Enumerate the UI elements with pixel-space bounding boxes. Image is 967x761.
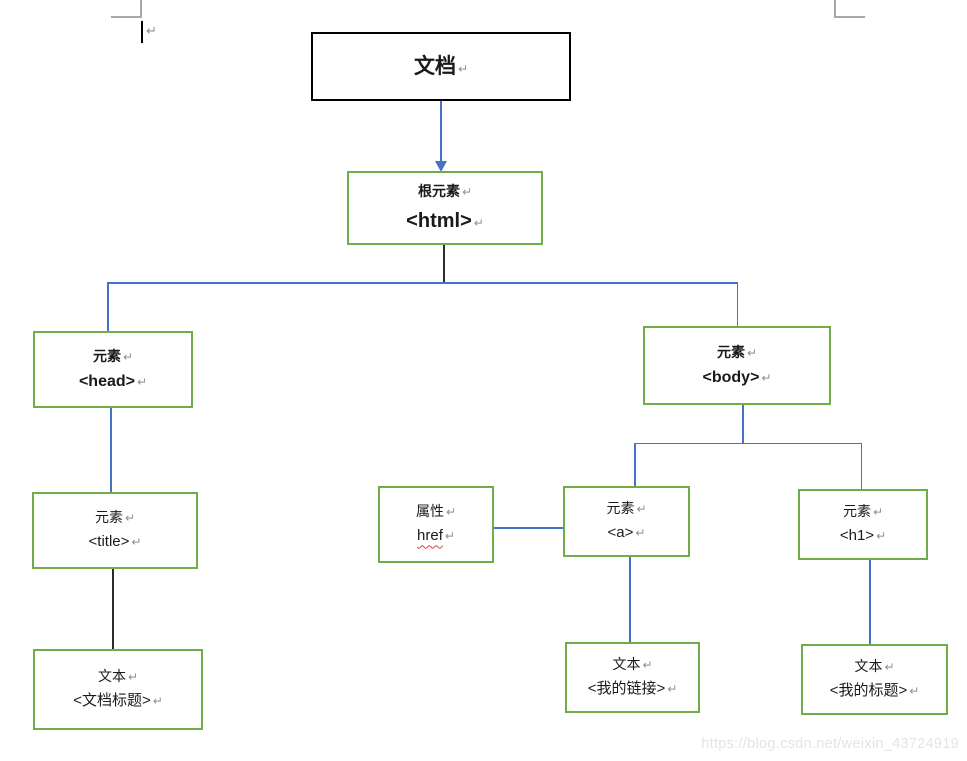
node-type-label: 元素↵ [606,500,647,517]
connector-h1-headingtext [869,560,871,645]
pilcrow-mark: ↵ [746,345,758,360]
node-type-text: 元素 [94,509,123,526]
page-margin-mark-top-right-h [834,16,865,18]
pilcrow-mark: ↵ [152,694,163,709]
pilcrow-mark: ↵ [131,535,142,550]
node-tag-text: <a> [607,524,634,542]
node-tag-text: <html> [406,209,472,232]
connector-document-html [440,101,442,163]
node-element-h1[interactable]: 元素↵ <h1>↵ [798,489,928,560]
pilcrow-mark: ↵ [667,682,678,697]
node-text-link[interactable]: 文本↵ <我的链接>↵ [565,642,700,713]
pilcrow-mark: ↵ [444,529,455,544]
node-tag-label: href↵ [417,528,455,545]
connector-href-a [494,527,563,529]
csdn-watermark: https://blog.csdn.net/weixin_43724919 [701,736,959,752]
pilcrow-mark: ↵ [136,374,148,389]
node-element-body[interactable]: 元素↵ <body>↵ [643,326,831,405]
pilcrow-mark: ↵ [909,684,920,699]
node-document[interactable]: 文档↵ [311,32,571,101]
node-element-head[interactable]: 元素↵ <head>↵ [33,331,193,408]
node-tag-label: <body>↵ [703,369,772,387]
connector-html-branch-h [107,282,738,284]
node-tag-label: <title>↵ [89,534,142,551]
node-text-heading[interactable]: 文本↵ <我的标题>↵ [801,644,948,715]
arrowhead-down-icon [435,161,447,172]
connector-body-stem [742,405,744,443]
pilcrow-mark: ↵ [124,511,136,526]
node-tag-label: <a>↵ [608,525,646,542]
node-type-label: 文本↵ [97,668,139,685]
connector-branch-a [634,442,636,487]
node-type-label: 属性↵ [415,503,457,520]
pilcrow-mark: ↵ [876,529,887,544]
node-type-text: 属性 [415,503,444,520]
node-type-label: 元素↵ [716,343,758,360]
node-tag-text: <body> [702,368,760,386]
connector-a-linktext [629,557,631,642]
node-type-text: 元素 [606,500,635,517]
node-type-text: 元素 [716,343,745,360]
page-margin-mark-top-right-v [834,0,836,17]
node-type-text: 文本 [97,668,126,685]
pilcrow-mark: ↵ [635,526,646,541]
connector-branch-head [107,282,109,331]
pilcrow-mark: ↵ [642,658,653,673]
node-tag-label: <文档标题>↵ [73,693,163,710]
pilcrow-mark: ↵ [761,370,772,385]
node-element-a[interactable]: 元素↵ <a>↵ [563,486,690,557]
text-cursor [141,21,143,43]
pilcrow-mark: ↵ [146,23,157,38]
connector-branch-h1 [860,442,862,490]
pilcrow-mark: ↵ [473,215,484,230]
node-root-html[interactable]: 根元素↵ <html>↵ [347,171,543,245]
node-type-label: 根元素↵ [418,184,472,199]
node-text-doc-title[interactable]: 文本↵ <文档标题>↵ [33,649,203,730]
node-tag-label: <我的标题>↵ [830,683,920,700]
node-tag-label: <html>↵ [406,210,484,232]
pilcrow-mark: ↵ [872,505,884,520]
node-type-text: 文本 [854,658,883,675]
node-type-label: 元素↵ [92,347,134,364]
node-tag-text: <文档标题> [73,692,151,710]
page-margin-mark-top-left-v [140,0,142,17]
pilcrow-mark: ↵ [127,670,139,685]
pilcrow-mark: ↵ [457,61,469,76]
connector-head-title [110,408,112,492]
connector-html-stem [443,245,445,283]
pilcrow-mark: ↵ [122,349,134,364]
pilcrow-mark: ↵ [461,185,473,200]
node-type-label: 文本↵ [612,656,653,673]
node-document-label: 文档↵ [414,55,468,78]
node-type-text: 元素 [842,503,871,520]
connector-title-text [112,569,114,649]
node-type-text: 根元素 [417,183,460,200]
node-tag-label: <我的链接>↵ [588,681,678,698]
page-margin-mark-top-left-h [111,16,142,18]
node-type-label: 元素↵ [94,509,136,526]
node-tag-text: <head> [78,372,135,390]
pilcrow-mark: ↵ [445,505,457,520]
node-type-label: 元素↵ [842,503,884,520]
node-tag-label: <head>↵ [79,373,147,391]
node-tag-text: <h1> [839,527,875,545]
node-label-text: 文档 [413,54,456,78]
pilcrow-mark: ↵ [884,660,895,675]
pilcrow-mark: ↵ [636,502,647,517]
node-type-label: 文本↵ [854,658,895,675]
node-tag-text: <title> [88,533,130,551]
node-tag-text: <我的标题> [829,682,908,700]
node-type-text: 文本 [612,656,641,673]
node-tag-label: <h1>↵ [840,528,886,545]
connector-body-branch-h [634,442,862,444]
node-attribute-href[interactable]: 属性↵ href↵ [378,486,494,563]
node-element-title[interactable]: 元素↵ <title>↵ [32,492,198,569]
connector-branch-body [736,282,738,326]
node-tag-text: <我的链接> [587,680,666,698]
node-type-text: 元素 [92,347,121,364]
node-tag-text-spellcheck: href [417,527,443,545]
